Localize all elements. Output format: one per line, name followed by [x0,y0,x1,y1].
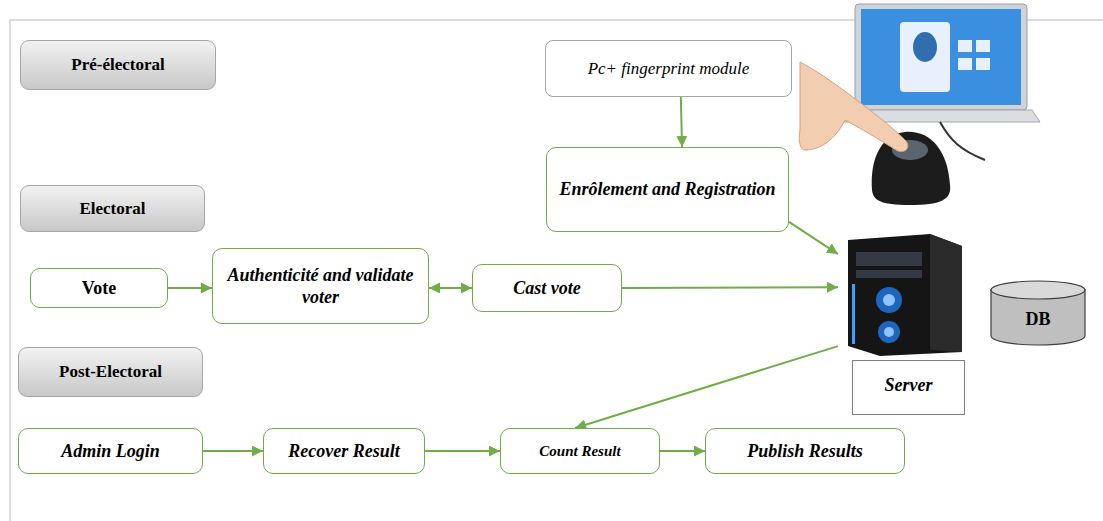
screen-icon [976,58,990,70]
cylinder-top [991,281,1085,299]
node-label: Pré-électoral [71,54,164,75]
fan-light [876,287,902,313]
process-box: Enrôlement and Registration [546,147,789,232]
device-box: Pc+ fingerprint module [545,40,792,97]
node-label: Vote [82,277,116,300]
server-side [930,234,962,352]
process-box: Vote [30,268,168,308]
flow-arrow [622,286,838,289]
server-node: Server [838,232,968,416]
node-label: Pc+ fingerprint module [588,58,750,79]
process-box: Authenticité and validate voter [212,248,429,324]
node-label: Publish Results [747,440,863,463]
flow-arrow [429,287,472,289]
node-label: Cast vote [513,277,581,300]
flow-arrow [575,346,838,428]
fan-light [878,321,900,343]
usb-cable [940,122,985,160]
phase-box: Electoral [20,185,205,232]
node-label: Authenticité and validate voter [225,264,416,309]
laptop-screen [861,9,1021,105]
database-cylinder: DB [990,280,1086,346]
process-box: Publish Results [705,428,905,474]
frame-line [9,20,11,521]
flow-arrow [660,450,705,452]
node-label: Count Result [539,442,620,461]
process-box: Count Result [500,428,660,474]
screen-window [900,22,950,92]
screen-icon [958,58,972,70]
node-label: Admin Login [61,440,160,463]
hand [799,62,908,152]
node-label: Server [852,360,965,415]
fan-light [884,327,894,337]
phase-box: Post-Electoral [18,347,203,397]
process-box: Cast vote [472,264,622,312]
screen-icon [958,40,972,52]
flow-arrow [681,97,682,147]
flow-arrow [168,287,212,289]
node-label: DB [1025,308,1050,331]
fingerprint-image [913,32,937,62]
node-label: Recover Result [288,440,399,463]
fan-light [883,294,895,306]
server-tower [848,234,962,356]
screen-icon [976,40,990,52]
flow-arrow [425,450,500,452]
process-box: Recover Result [263,428,425,474]
laptop-lid [855,4,1027,110]
led-strip [852,284,855,344]
flow-arrow [789,222,838,254]
node-label: Enrôlement and Registration [559,178,775,201]
flow-arrow [203,450,263,452]
node-label: Post-Electoral [59,361,162,382]
process-box: Admin Login [18,428,203,474]
phase-box: Pré-électoral [20,40,216,90]
drive-bay [856,270,922,278]
drive-bay [856,252,922,266]
node-label: Electoral [79,198,145,219]
